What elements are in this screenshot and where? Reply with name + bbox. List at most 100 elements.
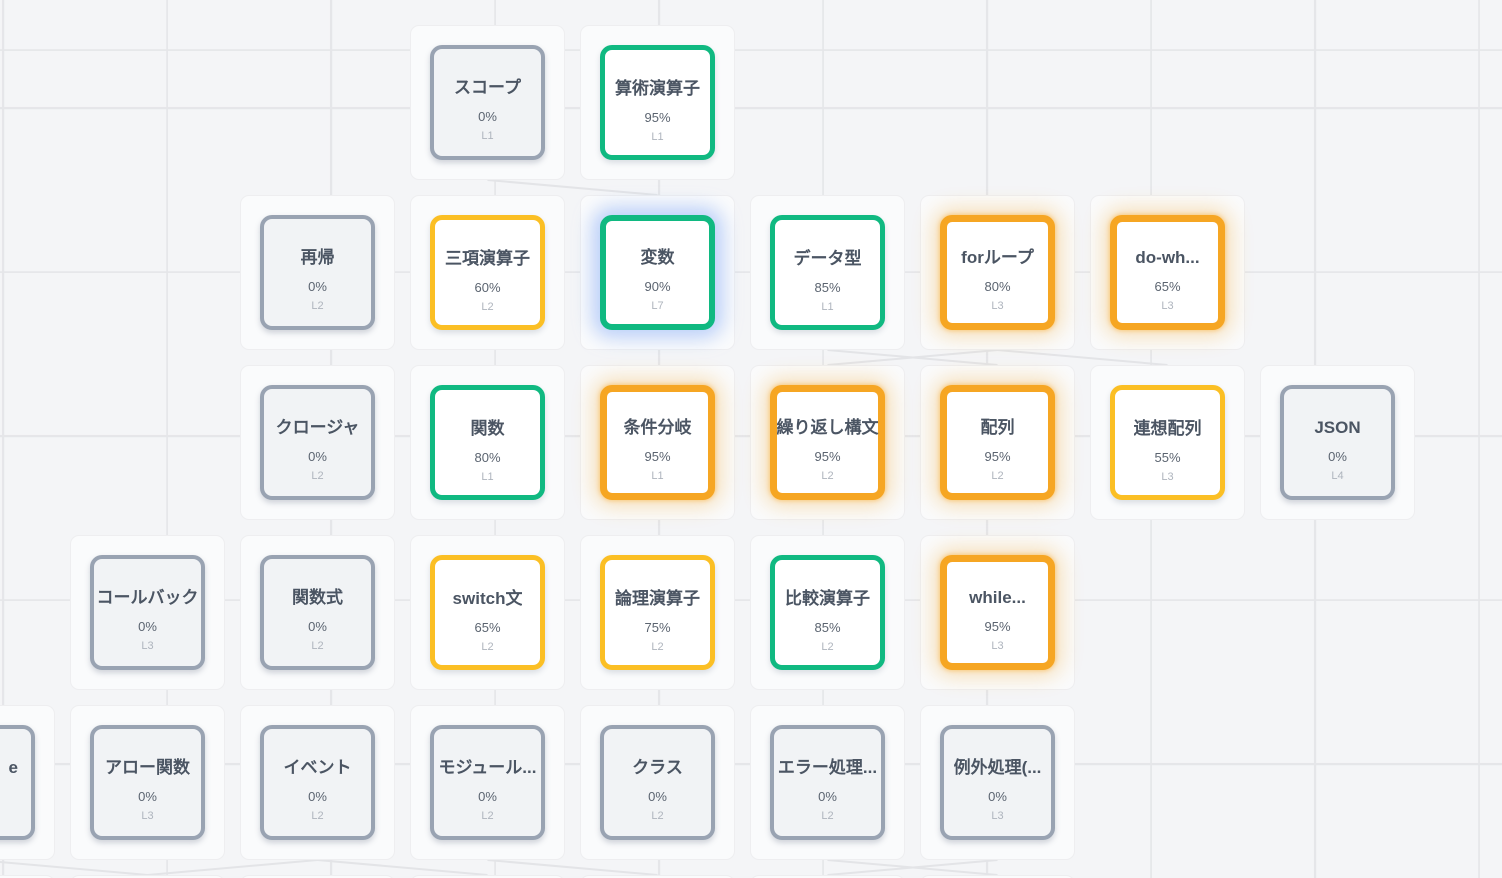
skill-node-percent: 65% <box>474 620 501 635</box>
skill-node-title: クラス <box>632 758 683 777</box>
skill-node-percent: 90% <box>644 279 671 294</box>
skill-node[interactable]: 算術演算子 95% L1 <box>600 45 715 160</box>
skill-cell: モジュール...0%L2 <box>410 705 565 860</box>
skill-node[interactable]: do-wh...65%L3 <box>1110 215 1225 330</box>
skill-node-level: L3 <box>141 810 154 822</box>
skill-node-title: JSON <box>1314 418 1361 437</box>
skill-cell: do-wh...65%L3 <box>1090 195 1245 350</box>
skill-node[interactable]: 比較演算子 85% L2 <box>770 555 885 670</box>
skill-node-percent: 0% <box>308 449 327 464</box>
skill-node-title: コールバック <box>96 588 199 607</box>
skill-node[interactable]: 変数 90% L7 <box>600 215 715 330</box>
skill-node-title: エラー処理... <box>777 758 878 777</box>
skill-node-percent: 95% <box>644 110 671 125</box>
skill-node-title: スコープ <box>454 78 521 97</box>
skill-node-level: L7 <box>651 300 664 312</box>
skill-node-level: L2 <box>311 300 324 312</box>
skill-node-level: L3 <box>141 640 154 652</box>
skill-node-level: L2 <box>651 810 664 822</box>
skill-node-level: L2 <box>651 641 664 653</box>
skill-node-percent: 0% <box>818 789 837 804</box>
skill-node-level: L1 <box>481 471 494 483</box>
skill-node-percent: 0% <box>1328 449 1347 464</box>
skill-node-level: L2 <box>821 810 834 822</box>
skill-node-level: L3 <box>991 810 1004 822</box>
skill-node[interactable]: 例外処理(...0%L3 <box>940 725 1055 840</box>
skill-cell: 例外処理(...0%L3 <box>920 705 1075 860</box>
skill-node-percent: 0% <box>308 279 327 294</box>
skill-node-percent: 85% <box>814 620 841 635</box>
skill-node-percent: 55% <box>1154 450 1181 465</box>
skill-node-title: イベント <box>283 758 352 777</box>
skill-node-title: 関数式 <box>292 588 343 607</box>
skill-node-title: 変数 <box>640 248 675 267</box>
skill-node-level: L1 <box>651 470 664 482</box>
skill-node-percent: 0% <box>478 789 497 804</box>
skill-node-title: switch文 <box>452 589 523 608</box>
skill-node[interactable]: e <box>0 725 35 840</box>
skill-node-percent: 95% <box>814 449 841 464</box>
skill-node-title: アロー関数 <box>105 758 190 777</box>
skill-node-level: L2 <box>821 470 834 482</box>
skill-node[interactable]: エラー処理... 0% L2 <box>770 725 885 840</box>
skill-node-percent: 60% <box>474 280 501 295</box>
skill-node-percent: 0% <box>988 789 1007 804</box>
skill-node-level: L3 <box>991 300 1004 312</box>
skill-node[interactable]: アロー関数 0% L3 <box>90 725 205 840</box>
skill-node[interactable]: コールバック 0% L3 <box>90 555 205 670</box>
skill-node-level: L2 <box>821 641 834 653</box>
skill-node-percent: 75% <box>644 620 671 635</box>
skill-node-title: クロージャ <box>275 418 360 437</box>
skill-cell: 算術演算子 95% L1 <box>580 25 735 180</box>
skill-node-title: 算術演算子 <box>615 79 700 98</box>
skill-node-percent: 0% <box>138 789 157 804</box>
skill-node-title: 配列 <box>980 418 1015 437</box>
skill-cell: e <box>0 705 55 860</box>
skill-node-title: do-wh... <box>1135 248 1200 267</box>
skill-node-level: L3 <box>1161 471 1174 483</box>
skill-node-title: 関数 <box>470 419 505 438</box>
skill-node-level: L2 <box>481 301 494 313</box>
skill-node[interactable]: while...95%L3 <box>940 555 1055 670</box>
skill-node-percent: 95% <box>984 619 1011 634</box>
skill-node-level: L2 <box>311 640 324 652</box>
skill-node-title: 比較演算子 <box>785 589 870 608</box>
skill-node-level: L1 <box>481 130 494 142</box>
skill-cell: while...95%L3 <box>920 535 1075 690</box>
skill-node[interactable]: モジュール...0%L2 <box>430 725 545 840</box>
skill-cell: 比較演算子 85% L2 <box>750 535 905 690</box>
skill-node-percent: 0% <box>138 619 157 634</box>
skill-node-level: L1 <box>651 131 664 143</box>
